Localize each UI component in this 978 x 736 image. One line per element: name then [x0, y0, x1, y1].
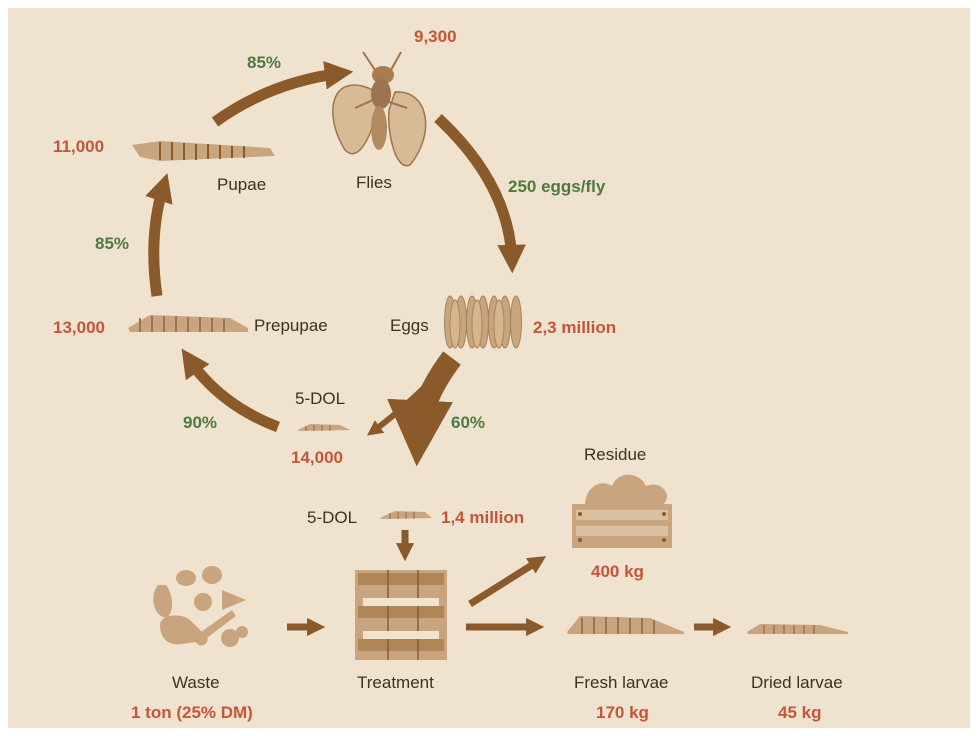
- pupae-count: 11,000: [53, 137, 105, 156]
- waste-amount: 1 ton (25% DM): [131, 703, 253, 722]
- arrow-prepupae-to-pupae: [145, 173, 173, 297]
- dol-large-count: 1,4 million: [441, 508, 525, 527]
- dol-small-label: 5-DOL: [295, 389, 346, 408]
- prepupae-label: Prepupae: [254, 316, 328, 335]
- flies-label: Flies: [356, 173, 392, 192]
- rate-eggs-per-fly: 250 eggs/fly: [508, 177, 606, 196]
- dried-larvae-icon: [747, 624, 848, 634]
- eggs-count: 2,3 million: [533, 318, 617, 337]
- arrow-pupae-to-flies: [211, 60, 354, 127]
- fresh-larvae-amount: 170 kg: [596, 703, 649, 722]
- pupae-label: Pupae: [217, 175, 267, 194]
- eggs-label: Eggs: [390, 316, 429, 335]
- rate-eggs-to-dol: 60%: [451, 413, 486, 432]
- eggs-icon: [444, 295, 522, 349]
- residue-amount: 400 kg: [591, 562, 644, 581]
- rate-dol-to-prepupae: 90%: [183, 413, 218, 432]
- arrow-eggs-to-dol-small: [366, 369, 443, 436]
- dried-larvae-amount: 45 kg: [778, 703, 822, 722]
- dol-large-label: 5-DOL: [307, 508, 358, 527]
- rate-pupae-to-flies: 85%: [247, 53, 282, 72]
- treatment-label: Treatment: [357, 673, 434, 692]
- prepupa-icon: [128, 315, 248, 332]
- flies-count: 9,300: [414, 27, 457, 46]
- prepupae-count: 13,000: [53, 318, 105, 337]
- waste-icon: [153, 566, 248, 647]
- arrow-flies-to-eggs: [434, 113, 526, 274]
- dol-small-count: 14,000: [291, 448, 343, 467]
- waste-label: Waste: [172, 673, 220, 692]
- arrow-treatment-to-residue: [468, 556, 547, 607]
- larva-small-icon: [298, 424, 350, 431]
- arrow-eggs-to-dol-large: [387, 351, 461, 467]
- treatment-shelves-icon: [355, 570, 447, 660]
- fresh-larvae-icon: [567, 616, 684, 634]
- dried-larvae-label: Dried larvae: [751, 673, 843, 692]
- larva-large-icon: [380, 511, 432, 519]
- residue-crate-icon: [572, 474, 672, 548]
- arrow-dol-to-prepupae: [181, 348, 280, 433]
- rate-prepupae-to-pupae: 85%: [95, 234, 130, 253]
- fresh-larvae-label: Fresh larvae: [574, 673, 669, 692]
- pupa-icon: [132, 141, 275, 161]
- residue-label: Residue: [584, 445, 647, 464]
- fly-icon: [332, 51, 427, 167]
